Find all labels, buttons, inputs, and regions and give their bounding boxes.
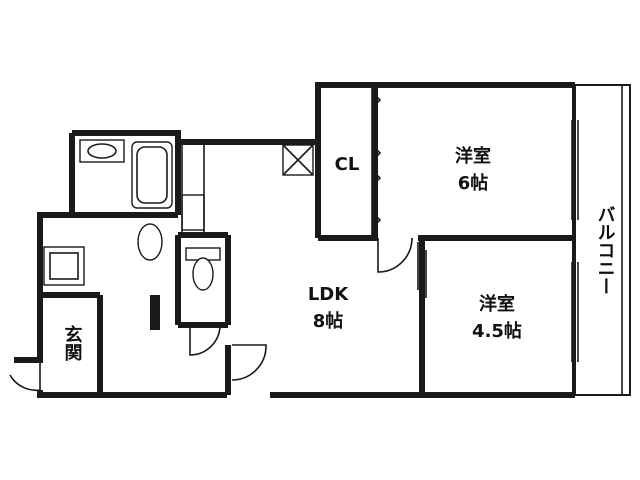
labels: CL 洋室 6帖 LDK 8帖 洋室 4.5帖 玄関 バルコニー	[62, 145, 616, 361]
room-name-ldk: LDK	[308, 284, 349, 305]
room-size-ldk: 8帖	[313, 310, 344, 332]
balcony	[571, 84, 631, 396]
toilet-icon	[192, 257, 214, 291]
closet-doors	[371, 88, 382, 235]
room-name-balcony: バルコニー	[595, 205, 616, 295]
vanity-counter	[181, 194, 205, 231]
outer-wall-top-left	[72, 82, 575, 145]
room-name-closet: CL	[335, 154, 360, 175]
room-name-western-2: 洋室	[479, 293, 515, 315]
fixtures	[43, 139, 314, 291]
walls	[14, 82, 578, 398]
room-name-entrance: 玄関	[62, 324, 83, 361]
wash-basin-icon	[79, 139, 125, 163]
doors	[9, 237, 427, 392]
room-size-western-1: 6帖	[458, 172, 489, 194]
outer-wall-lower	[37, 390, 227, 398]
vanity-sink-icon	[137, 223, 163, 261]
room-name-western-1: 洋室	[455, 145, 491, 167]
room-size-western-2: 4.5帖	[472, 320, 522, 342]
wall-pillar	[150, 295, 160, 330]
bathtub	[131, 141, 173, 209]
